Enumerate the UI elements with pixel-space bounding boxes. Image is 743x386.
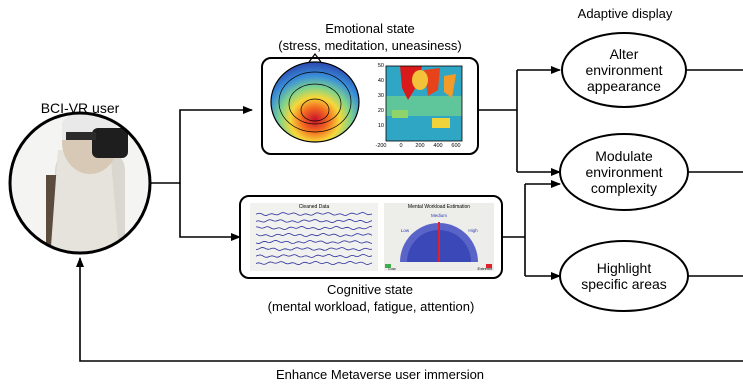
adaptive-item-highlight: Highlight specific areas — [560, 244, 688, 308]
heatmap-y-tick-4: 20 — [377, 108, 384, 114]
modulate-line-3: complexity — [590, 180, 658, 196]
heatmap-x-tick-2: 0 — [399, 143, 403, 149]
eeg-channel-line — [255, 233, 373, 238]
heatmap-y-tick-3: 30 — [377, 93, 384, 99]
heatmap-x-tick-1: -200 — [375, 143, 387, 149]
modulate-line-2: environment — [585, 164, 663, 180]
gauge-medium-label: Medium — [430, 213, 447, 218]
gauge-left-tag: Low — [388, 266, 396, 271]
gauge-title: Mental Workload Estimation — [407, 204, 471, 210]
emotional-title: Emotional state — [325, 21, 415, 36]
eeg-panel — [250, 203, 378, 271]
gauge-high-label: High — [468, 228, 478, 233]
gauge-right-tag: Extreme — [477, 266, 493, 271]
feedback-label: Enhance Metaverse user immersion — [275, 367, 485, 382]
alter-line-2: environment — [585, 62, 663, 78]
alter-line-1: Alter — [609, 46, 639, 62]
adaptive-ellipses — [559, 32, 689, 312]
eeg-channel-line — [255, 225, 373, 230]
emotional-subtitle: (stress, meditation, uneasiness) — [278, 38, 462, 53]
modulate-line-1: Modulate — [595, 148, 653, 164]
alter-line-3: appearance — [587, 78, 661, 94]
eeg-channel-line — [255, 212, 373, 216]
heatmap-y-tick-1: 50 — [377, 63, 384, 69]
adaptive-header: Adaptive display — [577, 6, 673, 21]
heatmap-icon — [385, 65, 463, 142]
adaptive-item-alter: Alter environment appearance — [562, 37, 686, 103]
user-portrait — [8, 111, 152, 255]
cognitive-subtitle: (mental workload, fatigue, attention) — [267, 299, 475, 314]
emotional-box — [261, 53, 479, 155]
heatmap-x-tick-5: 600 — [451, 143, 461, 149]
adaptive-item-modulate: Modulate environment complexity — [560, 138, 688, 206]
user-label: BCI-VR user — [40, 100, 120, 116]
arrow-feedback-loop — [76, 257, 743, 362]
highlight-line-2: specific areas — [581, 276, 667, 292]
eeg-channel-line — [255, 219, 373, 223]
arrow-user-to-emotional — [150, 106, 253, 184]
cognitive-box — [239, 195, 503, 279]
heatmap-y-tick-5: 10 — [377, 123, 384, 129]
heatmap-y-tick-2: 40 — [377, 78, 384, 84]
eeg-panel-title: Cleaned Data — [298, 204, 330, 210]
highlight-line-1: Highlight — [596, 260, 652, 276]
gauge-low-label: Low — [400, 228, 410, 233]
topomap-icon — [270, 53, 360, 143]
heatmap-x-tick-3: 200 — [415, 143, 425, 149]
eeg-channel-line — [255, 261, 373, 265]
heatmap-x-tick-4: 400 — [433, 143, 443, 149]
arrow-user-to-cognitive — [179, 183, 241, 241]
eeg-waveforms — [255, 212, 373, 265]
eeg-channel-line — [255, 240, 373, 244]
cognitive-title: Cognitive state — [327, 282, 413, 297]
eeg-channel-line — [255, 254, 373, 259]
eeg-channel-line — [255, 247, 373, 251]
